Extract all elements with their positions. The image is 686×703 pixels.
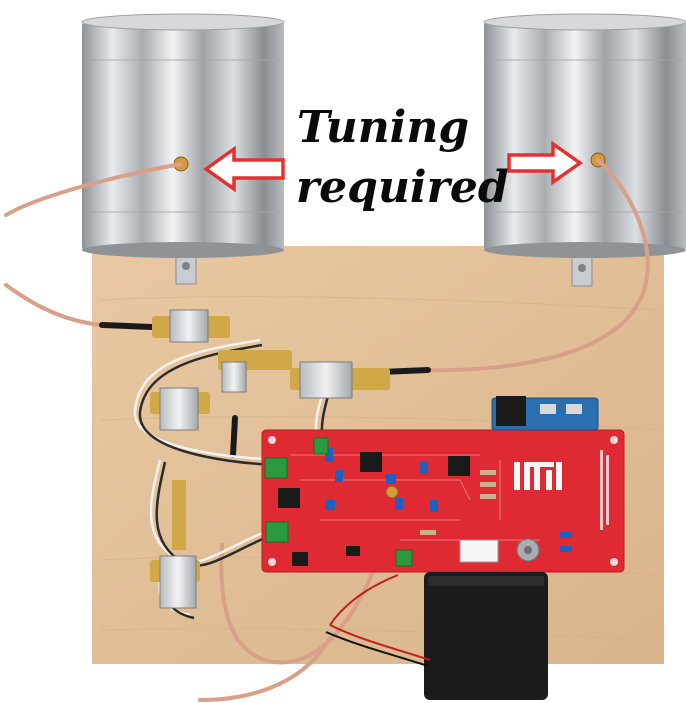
blue-board: [491, 396, 599, 431]
arrow-right: [507, 140, 584, 186]
caption-line-1: Tuning: [297, 102, 470, 153]
arrow-left: [202, 145, 285, 193]
can-right: [483, 13, 686, 258]
can-left: [81, 13, 285, 258]
mit-logo: [514, 462, 562, 490]
rf-components: [150, 309, 390, 609]
caption-line-2: required: [296, 162, 509, 213]
red-pcb: [261, 429, 625, 573]
coax-cables: [4, 158, 650, 702]
battery-pack: [325, 572, 548, 700]
